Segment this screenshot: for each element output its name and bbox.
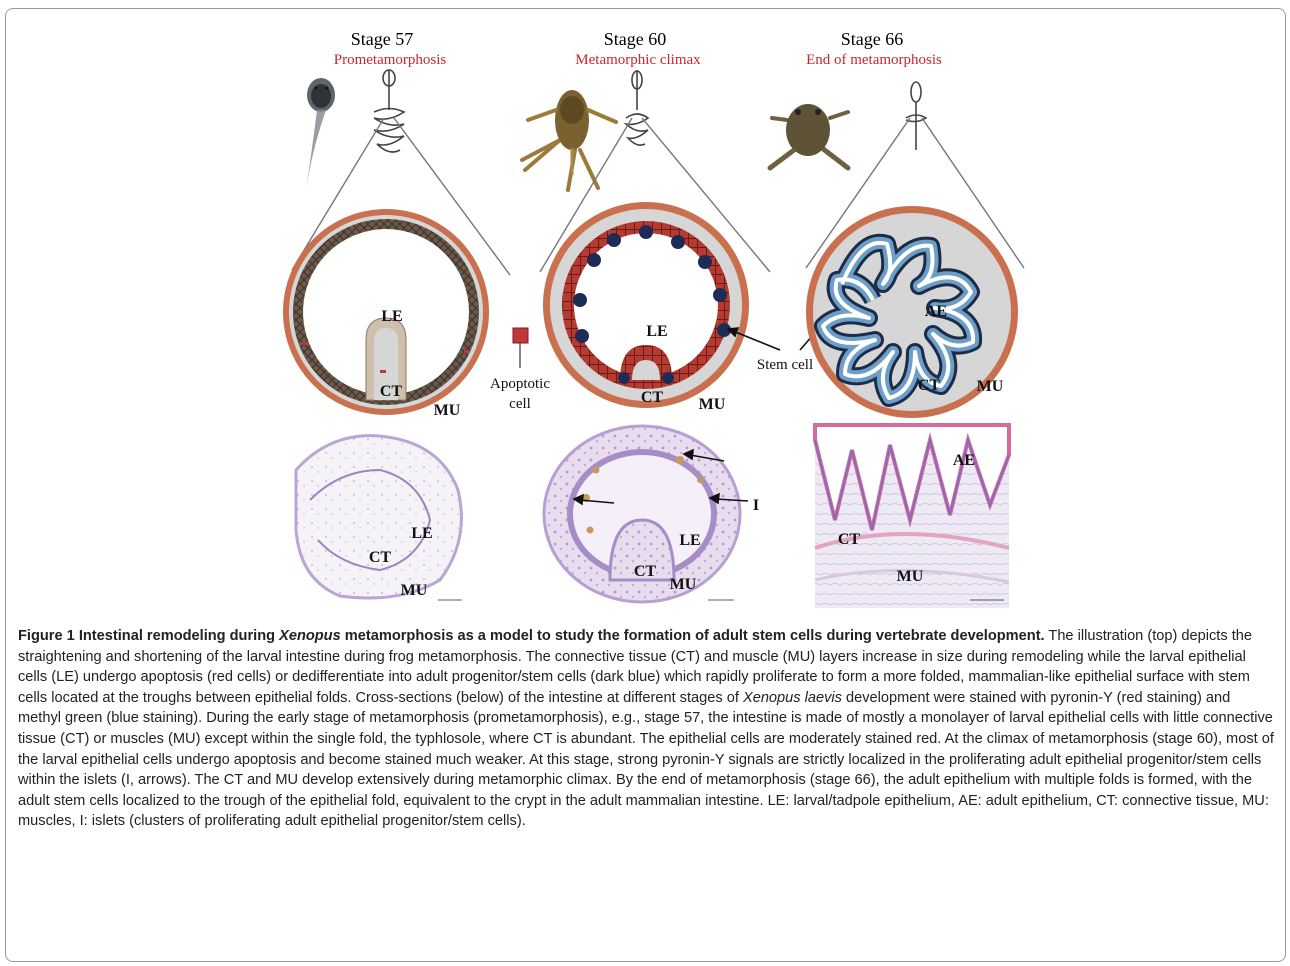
figure-caption: Figure 1 Intestinal remodeling during Xe… xyxy=(18,626,1276,832)
gut-coil-stage-60 xyxy=(626,70,648,145)
frog-stage-66-image xyxy=(770,104,848,168)
stage-60-title: Stage 60 xyxy=(604,29,667,49)
stage-57-le-label: LE xyxy=(381,308,402,325)
stage-60-mu-label: MU xyxy=(699,396,726,413)
stage-57-title: Stage 57 xyxy=(351,29,414,49)
histology-stage-57 xyxy=(285,428,471,606)
stage-66-ct-label: CT xyxy=(918,377,941,394)
histo-60-mu-label: MU xyxy=(670,576,697,593)
stage-57-ct-label: CT xyxy=(380,383,403,400)
gut-coil-stage-57 xyxy=(374,70,404,152)
figure-illustration: Stage 57 Prometamorphosis Stage 60 Metam… xyxy=(0,0,1290,620)
histo-66-ae-label: AE xyxy=(953,452,975,469)
apoptotic-label-line2: cell xyxy=(509,396,531,412)
gut-coil-stage-66 xyxy=(906,82,926,150)
histo-60-le-label: LE xyxy=(679,532,700,549)
caption-title: Figure 1 Intestinal remodeling during Xe… xyxy=(18,628,1045,644)
stage-57-phase: Prometamorphosis xyxy=(334,52,447,68)
stage-66-mu-label: MU xyxy=(977,378,1004,395)
stage-60-ct-label: CT xyxy=(641,389,664,406)
histology-stage-60 xyxy=(542,424,742,608)
histo-60-i-label: I xyxy=(753,497,759,514)
stage-66-title: Stage 66 xyxy=(841,29,904,49)
histo-66-mu-label: MU xyxy=(897,568,924,585)
apoptotic-cell-legend xyxy=(513,328,528,368)
caption-body: The illustration (top) depicts the strai… xyxy=(18,628,1274,829)
stage-60-phase: Metamorphic climax xyxy=(575,52,701,68)
stage-60-le-label: LE xyxy=(646,323,667,340)
histo-66-ct-label: CT xyxy=(838,531,861,548)
stage-66-ae-label: AE xyxy=(925,303,947,320)
stem-cell-label: Stem cell xyxy=(757,357,813,373)
stage-66-phase: End of metamorphosis xyxy=(806,52,942,68)
histo-57-ct-label: CT xyxy=(369,549,392,566)
tadpole-stage-60-image xyxy=(522,90,616,190)
histo-60-ct-label: CT xyxy=(634,563,657,580)
histo-57-mu-label: MU xyxy=(401,582,428,599)
histo-57-le-label: LE xyxy=(411,525,432,542)
stage-57-mu-label: MU xyxy=(434,402,461,419)
apoptotic-label-line1: Apoptotic xyxy=(490,376,550,392)
tadpole-stage-57-image xyxy=(306,78,335,190)
